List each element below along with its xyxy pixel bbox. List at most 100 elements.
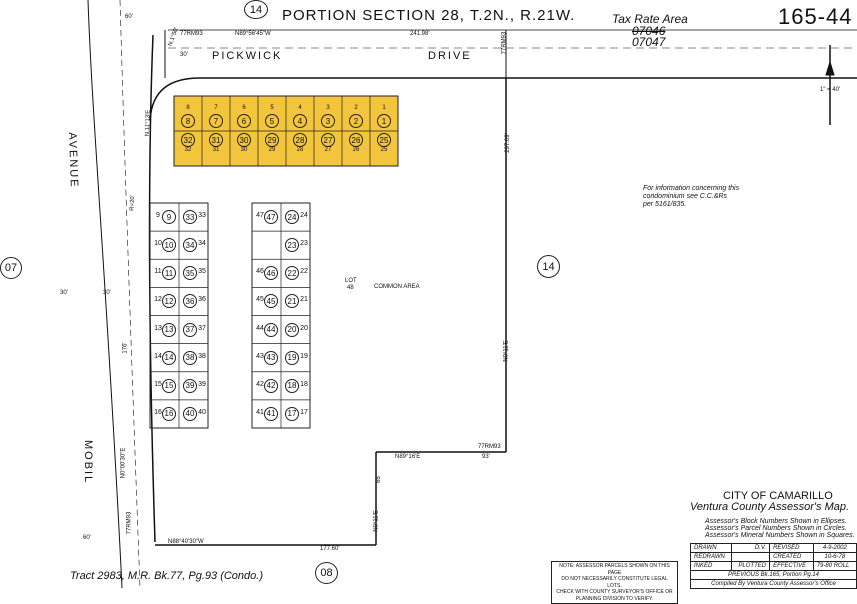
legend-parcel-numbers: Assessor's Parcel Numbers Shown in Circl…: [705, 525, 847, 532]
unit-bottom-label: 28: [296, 147, 304, 153]
unit-right-label: 33: [198, 212, 206, 220]
dim-30-b: 30': [103, 290, 111, 296]
unit-right-label: 39: [198, 380, 206, 388]
unit-parcel-circle: 20: [285, 322, 299, 337]
dim-left-bearing-c: N0°00'30"E: [120, 447, 127, 479]
adjacent-map-bottom[interactable]: 08: [315, 562, 338, 584]
unit-parcel-circle: 10: [162, 238, 176, 253]
unit-parcel-circle: 8: [181, 114, 195, 128]
dim-rm-2: 77RM93: [501, 31, 508, 55]
unit-parcel-circle: 23: [285, 238, 299, 253]
unit-parcel-circle: 2: [349, 114, 363, 128]
section-title: PORTION SECTION 28, T.2N., R.21W.: [282, 7, 576, 24]
adjacent-map-right[interactable]: 14: [537, 255, 560, 278]
unit-parcel-circle: 44: [264, 322, 278, 337]
unit-left-label: 46: [256, 268, 264, 276]
dim-60-bottom: 60': [83, 535, 91, 541]
unit-bottom-label: 30: [240, 147, 248, 153]
unit-parcel-circle: 35: [183, 266, 197, 281]
inked-label: INKED: [689, 561, 733, 571]
drawn-label: DRAWN: [689, 543, 733, 553]
dim-mid-bearing: N89°16'E: [395, 454, 421, 460]
unit-parcel-circle: 34: [183, 238, 197, 253]
dim-30-c: 30': [180, 52, 188, 58]
common-area-label: COMMON AREA: [374, 284, 420, 290]
created-label: CREATED: [769, 552, 814, 562]
plotted-label: PLOTTED: [731, 561, 771, 571]
unit-parcel-circle: 25: [377, 133, 391, 147]
street-avenue: AVENUE: [66, 132, 80, 189]
unit-parcel-circle: 39: [183, 378, 197, 393]
dim-bottom-length: 177.60': [320, 546, 340, 552]
unit-left-label: 12: [154, 296, 162, 304]
info-note-line-2: condominium see C.C.&Rs: [643, 193, 728, 200]
unit-right-label: 21: [300, 296, 308, 304]
unit-parcel-circle: 45: [264, 294, 278, 309]
unit-top-label: 2: [354, 105, 358, 111]
dim-176: 176': [122, 342, 129, 354]
unit-right-label: 35: [198, 268, 206, 276]
legend-block-numbers: Assessor's Block Numbers Shown in Ellips…: [705, 518, 847, 525]
unit-right-label: 34: [198, 240, 206, 248]
unit-parcel-circle: 9: [162, 210, 176, 225]
unit-parcel-circle: 17: [285, 406, 299, 421]
revised-date: 4-9-2002: [812, 543, 857, 553]
avenue-center-line: [119, 0, 141, 588]
unit-parcel-circle: 43: [264, 350, 278, 365]
unit-parcel-circle: 6: [237, 114, 251, 128]
info-note-line-3: per 5161/835.: [643, 201, 687, 208]
unit-parcel-circle: 47: [264, 210, 278, 225]
effective-label: EFFECTIVE: [769, 561, 814, 571]
info-note-line-1: For information concerning this: [643, 185, 740, 192]
unit-right-label: 18: [300, 380, 308, 388]
unit-parcel-circle: 24: [285, 210, 299, 225]
unit-bottom-label: 27: [324, 147, 332, 153]
unit-left-label: 42: [256, 380, 264, 388]
unit-parcel-circle: 37: [183, 322, 197, 337]
unit-parcel-circle: 27: [321, 133, 335, 147]
dim-rm-4: 77RM93: [126, 511, 133, 535]
note-line-3: CHECK WITH COUNTY SURVEYOR'S OFFICE OR: [556, 589, 673, 595]
dim-low-bearing: N0°11'E: [373, 510, 380, 532]
note-line-4: PLANNING DIVISION TO VERIFY.: [575, 595, 654, 602]
unit-top-label: 6: [242, 105, 246, 111]
unit-right-label: 19: [300, 352, 308, 360]
lot-label: LOT: [345, 278, 357, 284]
unit-parcel-circle: 12: [162, 294, 176, 309]
unit-right-label: 23: [300, 240, 308, 248]
unit-parcel-circle: 29: [265, 133, 279, 147]
unit-parcel-circle: 11: [162, 266, 176, 281]
unit-parcel-circle: 16: [162, 406, 176, 421]
unit-top-label: 4: [298, 105, 302, 111]
adjacent-map-left[interactable]: 07: [0, 257, 22, 279]
pickwick-south-edge: [149, 77, 857, 121]
unit-left-label: 44: [256, 324, 264, 332]
unit-parcel-circle: 38: [183, 350, 197, 365]
unit-parcel-circle: 46: [264, 266, 278, 281]
compiled-by: Compiled By Ventura County Assessor's Of…: [690, 579, 857, 589]
unit-parcel-circle: 1: [377, 114, 391, 128]
unit-right-label: 38: [198, 352, 206, 360]
tax-rate-area-new: 07047: [632, 35, 666, 49]
tax-rate-area-label: Tax Rate Area: [612, 12, 688, 26]
created-date: 10-6-78: [812, 552, 857, 562]
unit-left-label: 10: [154, 240, 162, 248]
book-circle: 14: [244, 0, 268, 19]
legend-mineral-numbers: Assessor's Mineral Numbers Shown in Squa…: [705, 532, 855, 539]
unit-parcel-circle: 40: [183, 406, 197, 421]
unit-right-label: 40: [198, 408, 206, 416]
roll-label: ROLL: [833, 563, 850, 569]
unit-left-label: 43: [256, 352, 264, 360]
dim-bottom-bearing: N88°40'30"W: [168, 539, 204, 545]
dim-mid-length: 93': [482, 454, 490, 460]
unit-left-label: 9: [156, 212, 160, 220]
unit-bottom-label: 32: [184, 147, 192, 153]
unit-parcel-circle: 3: [321, 114, 335, 128]
unit-parcel-circle: 19: [285, 350, 299, 365]
unit-parcel-circle: 28: [293, 133, 307, 147]
unit-parcel-circle: 4: [293, 114, 307, 128]
avenue-west-edge: [87, 0, 123, 588]
unit-bottom-label: 25: [380, 147, 388, 153]
unit-left-label: 16: [154, 408, 162, 416]
unit-parcel-circle: 33: [183, 210, 197, 225]
